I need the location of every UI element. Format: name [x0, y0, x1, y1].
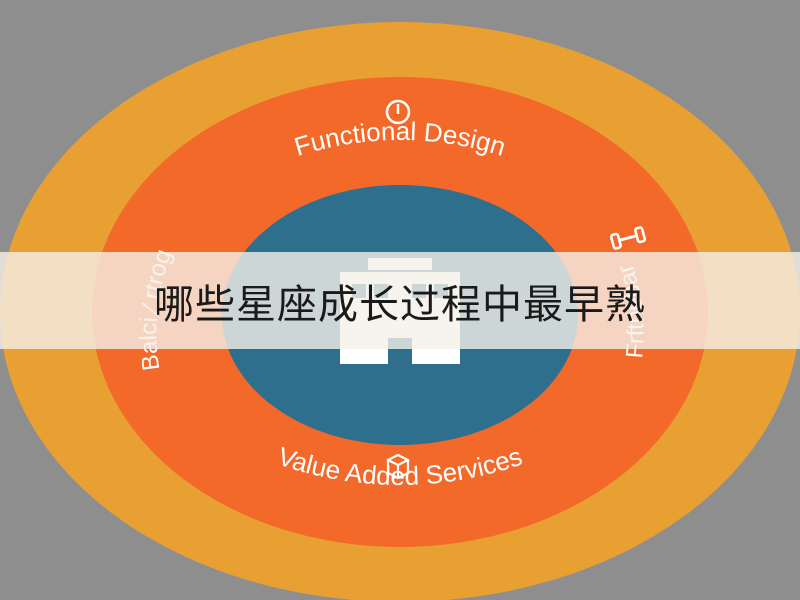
power-icon: [385, 99, 411, 125]
dumbbell-icon: [609, 226, 647, 250]
box-icon: [386, 453, 410, 480]
title-banner: 哪些星座成长过程中最早熟: [0, 252, 800, 349]
banner-title: 哪些星座成长过程中最早熟: [154, 281, 646, 328]
